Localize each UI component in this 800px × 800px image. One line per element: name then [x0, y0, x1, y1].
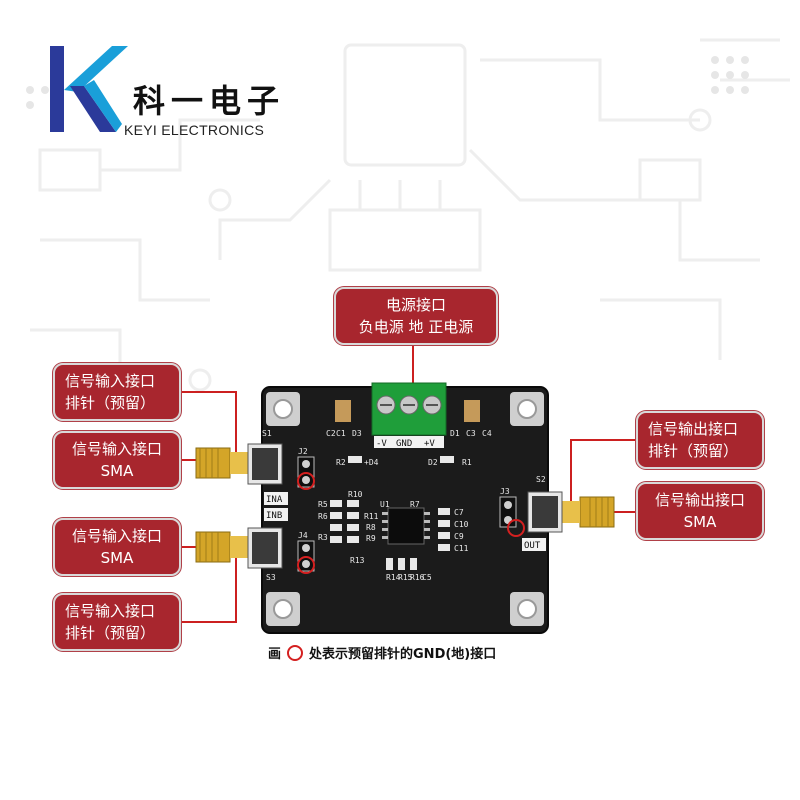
- label-r5: R5: [318, 500, 328, 509]
- red-circle-icon: [287, 644, 304, 661]
- callout-in-b-header: 信号输入接口 排针（预留）: [53, 593, 181, 651]
- callout-out-header-title: 信号输出接口: [648, 420, 739, 438]
- label-c11: C11: [454, 544, 469, 553]
- port-label-out: OUT: [524, 541, 541, 551]
- brand-name-cn: 科一电子: [133, 82, 286, 120]
- sma-connector-s3: [195, 527, 283, 569]
- callout-out-sma-detail: SMA: [683, 513, 717, 531]
- terminal-label-gnd: GND: [396, 439, 412, 449]
- label-c4: C4: [482, 429, 492, 438]
- label-d1: D1: [450, 429, 460, 438]
- label-j4: J4: [298, 531, 308, 540]
- mounting-holes: [266, 392, 544, 626]
- legend-text: 处表示预留排针的GND(地)接口: [309, 647, 497, 662]
- label-r6: R6: [318, 512, 328, 521]
- screw-terminal: [371, 382, 447, 436]
- terminal-label-neg: -V: [376, 439, 387, 449]
- label-r15: R15: [398, 573, 413, 582]
- callout-in-a-header: 信号输入接口 排针（预留）: [53, 363, 181, 421]
- callout-in-a-sma-detail: SMA: [100, 462, 134, 480]
- label-c5: C5: [422, 573, 432, 582]
- callout-in-b-header-title: 信号输入接口: [65, 602, 156, 620]
- label-c9: C9: [454, 532, 464, 541]
- callout-in-a-header-detail: 排针（预留）: [65, 394, 156, 412]
- label-r13: R13: [350, 556, 365, 565]
- label-r9: R9: [366, 534, 376, 543]
- label-s3: S3: [266, 573, 276, 582]
- label-r16: R16: [410, 573, 425, 582]
- callout-power: 电源接口 负电源 地 正电源: [334, 287, 498, 345]
- keyi-logo: [50, 46, 128, 132]
- label-r14: R14: [386, 573, 401, 582]
- port-label-ina: INA: [266, 495, 283, 505]
- label-c7: C7: [454, 508, 464, 517]
- brand-name-en: KEYI ELECTRONICS: [124, 122, 265, 138]
- label-d3: D3: [352, 429, 362, 438]
- label-c3: C3: [466, 429, 476, 438]
- label-c2: C2: [326, 429, 336, 438]
- label-r2: R2: [336, 458, 346, 467]
- label-u1: U1: [380, 500, 390, 509]
- label-c10: C10: [454, 520, 469, 529]
- label-d4: +D4: [364, 458, 379, 467]
- label-r7: R7: [410, 500, 420, 509]
- callout-in-b-sma: 信号输入接口 SMA: [53, 518, 181, 576]
- port-label-inb: INB: [266, 511, 282, 521]
- label-s1: S1: [262, 429, 272, 438]
- callout-in-b-sma-title: 信号输入接口: [71, 527, 162, 545]
- callout-in-a-header-title: 信号输入接口: [65, 372, 156, 390]
- callout-out-header: 信号输出接口 排针（预留）: [636, 411, 764, 469]
- sma-connector-s1: [195, 443, 283, 485]
- terminal-label-pos: +V: [424, 439, 435, 449]
- label-r1: R1: [462, 458, 472, 467]
- callout-power-title: 电源接口: [385, 296, 446, 314]
- callout-in-a-sma-title: 信号输入接口: [71, 440, 162, 458]
- callout-out-sma-title: 信号输出接口: [654, 491, 745, 509]
- callout-out-header-detail: 排针（预留）: [648, 442, 739, 460]
- label-r3: R3: [318, 533, 328, 542]
- label-r11: R11: [364, 512, 379, 521]
- gnd-markers: [297, 472, 525, 574]
- callout-power-detail: 负电源 地 正电源: [358, 318, 474, 336]
- sma-connector-s2: [527, 491, 615, 533]
- legend-prefix: 画: [268, 647, 282, 662]
- label-j3: J3: [500, 487, 510, 496]
- label-d2: D2: [428, 458, 438, 467]
- callout-in-b-sma-detail: SMA: [100, 549, 134, 567]
- callout-in-a-sma: 信号输入接口 SMA: [53, 431, 181, 489]
- label-j2: J2: [298, 447, 308, 456]
- legend-note: 画 处表示预留排针的GND(地)接口: [268, 643, 496, 662]
- callout-in-b-header-detail: 排针（预留）: [65, 624, 156, 642]
- label-c1: C1: [336, 429, 346, 438]
- callout-out-sma: 信号输出接口 SMA: [636, 482, 764, 540]
- label-s2: S2: [536, 475, 546, 484]
- label-r8: R8: [366, 523, 376, 532]
- label-r10: R10: [348, 490, 363, 499]
